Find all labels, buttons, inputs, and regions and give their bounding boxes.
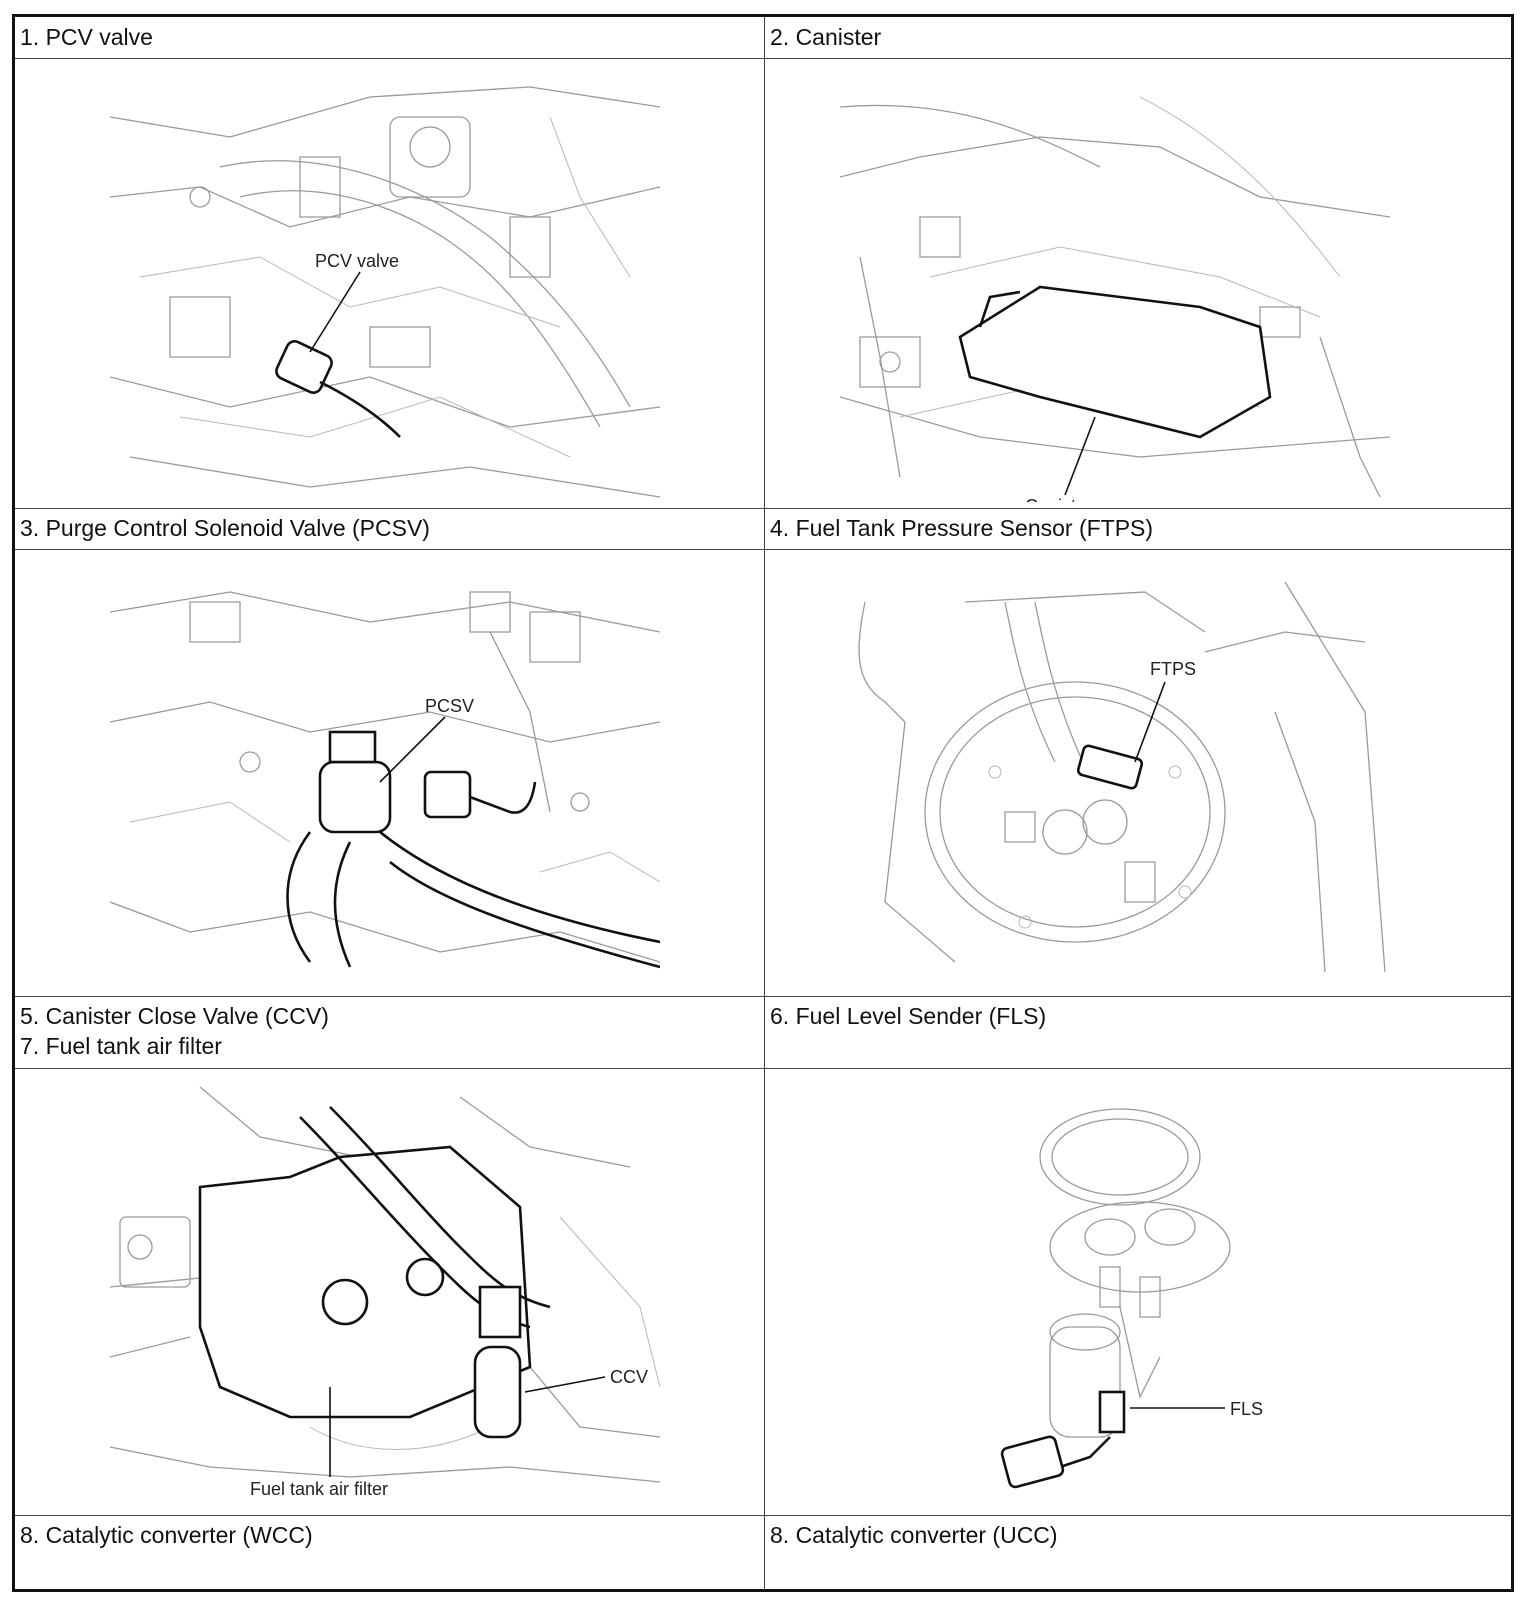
canister-diagram: Canister [840,77,1390,502]
row-divider [15,508,1511,509]
svg-text:PCSV: PCSV [425,696,474,716]
svg-text:FLS: FLS [1230,1399,1263,1419]
column-divider [764,17,765,1589]
svg-text:Fuel tank air filter: Fuel tank air filter [250,1479,388,1499]
ccv-diagram: CCV Fuel tank air filter [110,1087,660,1502]
fls-heading: 6. Fuel Level Sender (FLS) [770,1003,1047,1029]
svg-text:PCV valve: PCV valve [315,251,399,271]
svg-text:CCV: CCV [610,1367,648,1387]
ccv-heading: 5. Canister Close Valve (CCV) [20,1003,329,1029]
row-divider [15,1515,1511,1516]
pcsv-diagram: PCSV [110,572,660,982]
air-filter-heading: 7. Fuel tank air filter [20,1033,222,1059]
row-divider [15,996,1511,997]
pcsv-heading: 3. Purge Control Solenoid Valve (PCSV) [20,515,430,541]
svg-text:FTPS: FTPS [1150,659,1196,679]
canister-heading: 2. Canister [770,24,882,50]
row-divider [15,1068,1511,1069]
ftps-diagram: FTPS [845,572,1395,982]
row-divider [15,58,1511,59]
fls-diagram: FLS [990,1097,1290,1497]
pcv-valve-heading: 1. PCV valve [20,24,153,50]
ucc-heading: 8. Catalytic converter (UCC) [770,1522,1058,1548]
ftps-heading: 4. Fuel Tank Pressure Sensor (FTPS) [770,515,1154,541]
svg-text:Canister: Canister [1025,496,1092,502]
wcc-heading: 8. Catalytic converter (WCC) [20,1522,313,1548]
pcv-valve-diagram: PCV valve [110,77,660,502]
component-table: 1. PCV valve 2. Canister 3. Purge Contro… [12,14,1514,1592]
row-divider [15,549,1511,550]
